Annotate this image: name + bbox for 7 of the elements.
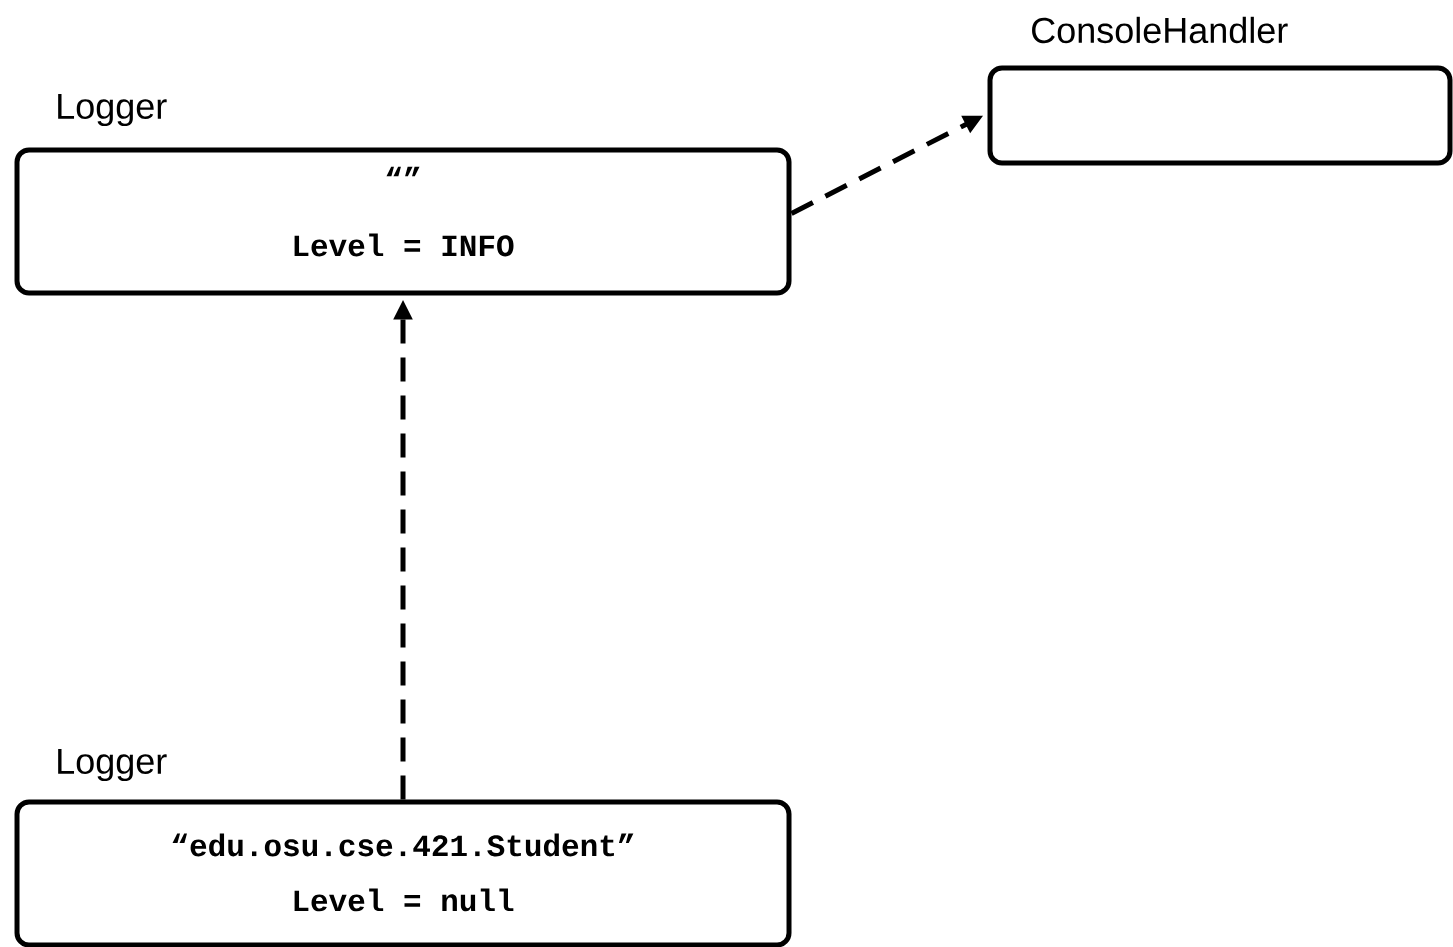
class-name: Logger xyxy=(58,93,167,127)
field-text: “edu.osu.cse.421.Student” xyxy=(172,833,634,857)
field-text: Level = INFO xyxy=(294,233,514,257)
field-text: Level = null xyxy=(294,888,514,912)
class-name: Logger xyxy=(58,748,167,782)
field-text: “” xyxy=(386,166,420,177)
class-name: ConsoleHandler xyxy=(1032,16,1288,44)
